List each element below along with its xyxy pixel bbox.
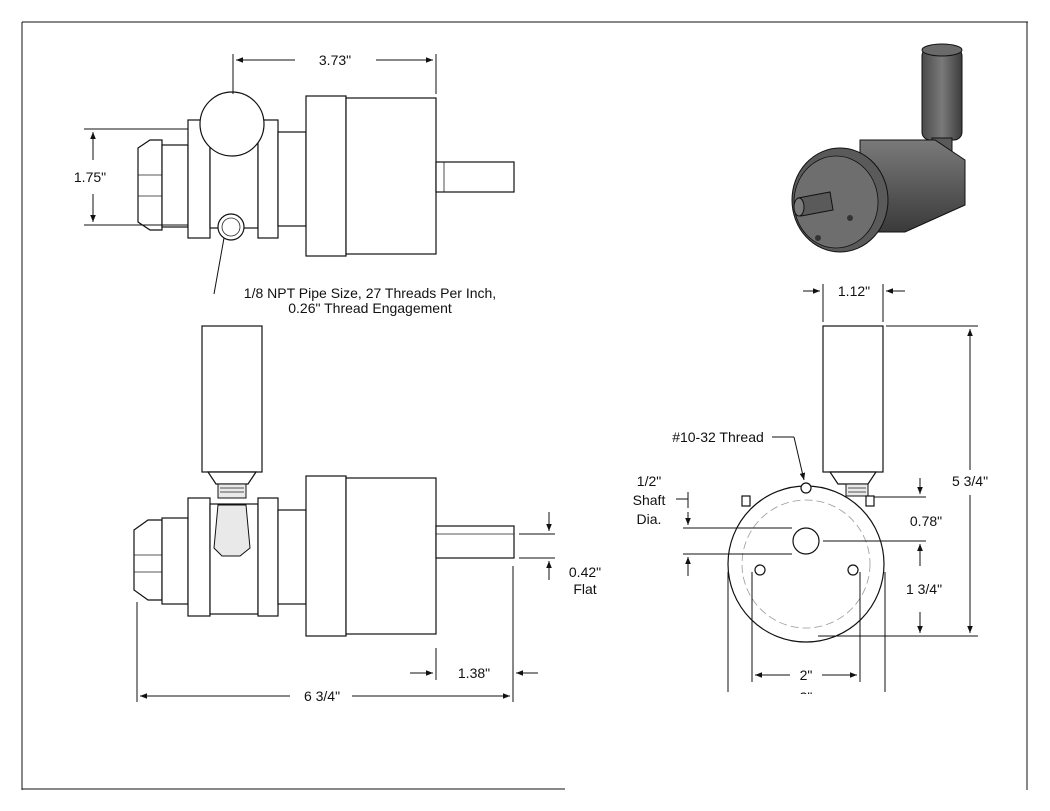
thread-label: #10-32 Thread [672, 429, 764, 445]
sheet-border [21, 21, 1028, 790]
motor-face [727, 485, 885, 643]
port-note-line2: 0.26" Thread Engagement [288, 300, 452, 316]
side-view [133, 325, 515, 637]
dim-shaft-length: 1.38" [458, 665, 490, 681]
mount-hole-left [754, 564, 766, 576]
output-shaft [435, 161, 515, 193]
dim-top-height: 1.75" [74, 169, 106, 185]
end-dimensions: 1.12" 5 3/4" 0.78" 1 3/4" #10-32 Thread … [633, 283, 988, 705]
dim-overall-length: 6 3/4" [304, 688, 340, 704]
motor-housing [345, 97, 437, 255]
motor-front-housing [305, 95, 347, 257]
side-hex-nut [133, 519, 163, 601]
side-motor-front [305, 475, 347, 637]
side-shaft [435, 525, 515, 559]
shaft-label-1: 1/2" [637, 473, 661, 489]
side-dimensions: 0.42" Flat 1.38" 6 3/4" [136, 512, 601, 704]
dim-flat-1: 0.42" [569, 564, 601, 580]
isometric-view [791, 43, 966, 253]
shaft-label-2: Shaft [633, 492, 666, 508]
port-note-line1: 1/8 NPT Pipe Size, 27 Threads Per Inch, [244, 285, 496, 301]
top-dimensions: 3.73" 1.75" 1/8 NPT Pipe Size, 27 Thread… [74, 52, 496, 316]
dim-offset: 0.78" [910, 513, 942, 529]
ball-head [199, 91, 265, 157]
end-cylinder [822, 325, 884, 473]
shaft-label-3: Dia. [637, 511, 662, 527]
dim-bolt-spacing: 2" [800, 667, 813, 683]
dim-total-height: 5 3/4" [952, 473, 988, 489]
dim-center-height: 1 3/4" [906, 581, 942, 597]
hex-nut [137, 139, 163, 231]
dim-iso-width: 1.12" [838, 283, 870, 299]
top-view [137, 91, 515, 257]
iso-cylinder [921, 47, 963, 141]
dim-flat-2: Flat [573, 581, 596, 597]
mount-hole-right [847, 564, 859, 576]
side-motor-housing [345, 477, 437, 635]
dim-body-width-partial: 3" [800, 689, 813, 705]
dim-top-width: 3.73" [319, 52, 351, 68]
dim-body-width-clip: 3" [800, 689, 813, 705]
mount-hole-top [800, 482, 812, 494]
end-view [727, 325, 885, 643]
side-cylinder [201, 325, 263, 473]
shaft-hole [792, 527, 820, 555]
